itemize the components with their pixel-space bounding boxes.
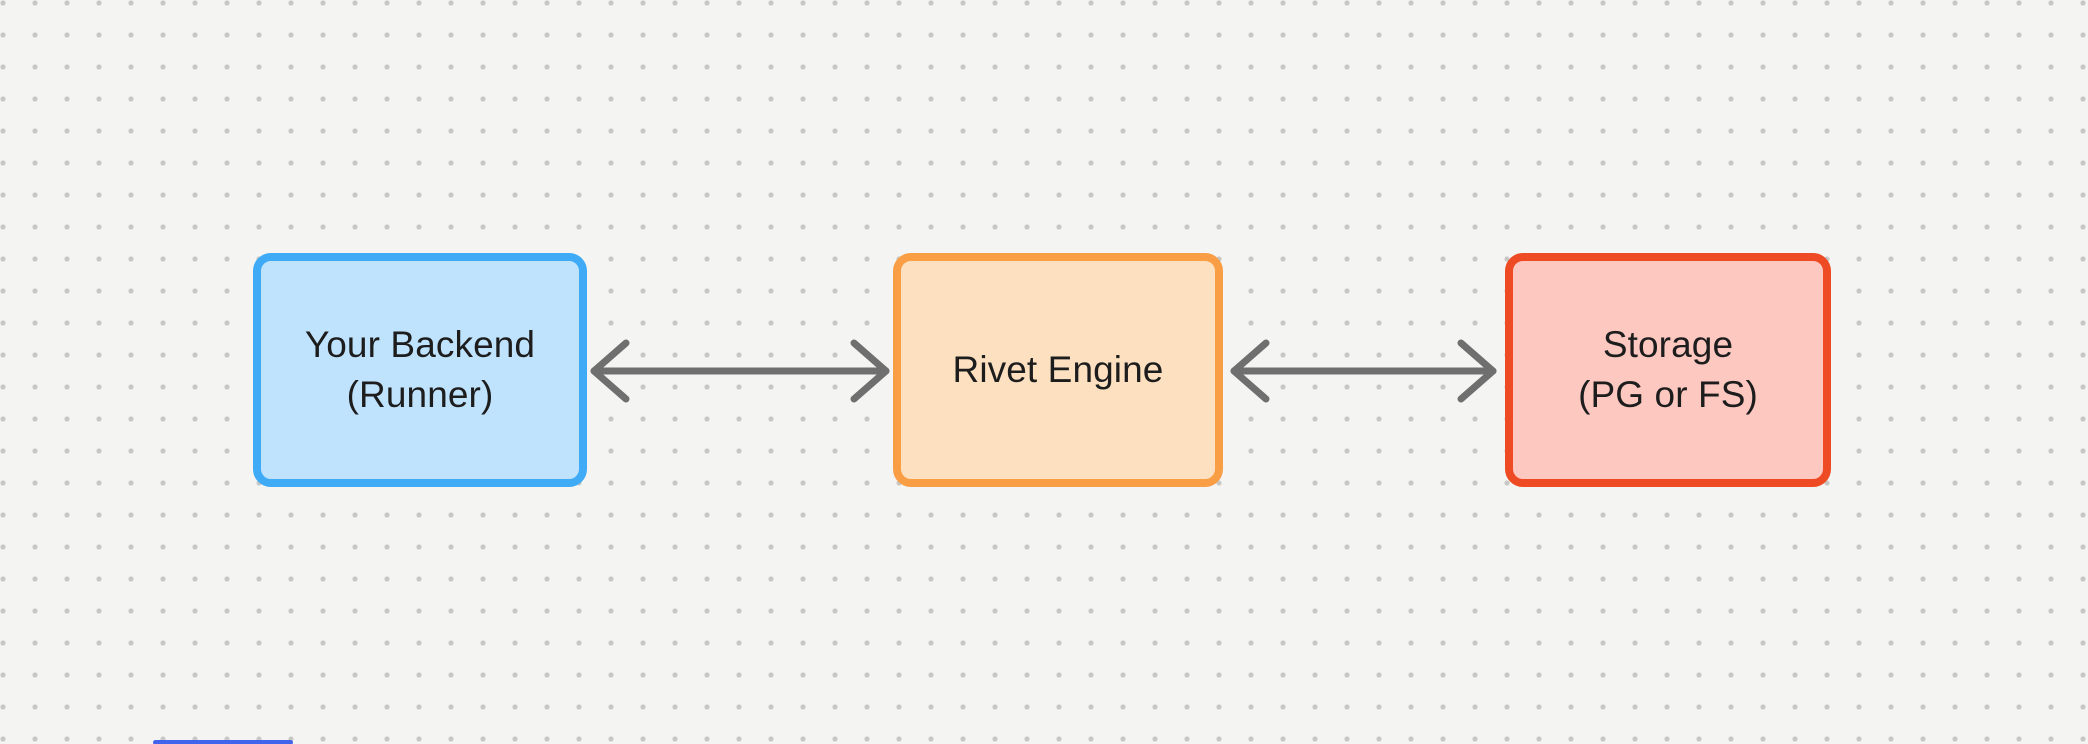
node-label-line: Your Backend xyxy=(304,324,536,365)
arrow-head-left-icon xyxy=(590,339,630,403)
node-label-line: Storage xyxy=(1602,324,1734,365)
node-your-backend[interactable]: Your Backend (Runner) xyxy=(253,253,587,487)
node-rivet-engine[interactable]: Rivet Engine xyxy=(893,253,1223,487)
arrow-head-right-icon xyxy=(850,339,890,403)
arrow-head-right-icon xyxy=(1457,339,1497,403)
node-storage[interactable]: Storage (PG or FS) xyxy=(1505,253,1831,487)
node-label-line: (Runner) xyxy=(346,374,494,415)
node-label-line: Rivet Engine xyxy=(952,349,1164,390)
node-label-line: (PG or FS) xyxy=(1578,374,1758,415)
node-storage-label: Storage (PG or FS) xyxy=(1578,320,1758,420)
arrow-head-left-icon xyxy=(1230,339,1270,403)
node-your-backend-label: Your Backend (Runner) xyxy=(305,320,535,420)
bidirectional-arrow-backend-engine[interactable] xyxy=(586,331,894,411)
node-rivet-engine-label: Rivet Engine xyxy=(953,345,1164,395)
clipped-node-top-edge[interactable] xyxy=(153,740,293,744)
bidirectional-arrow-engine-storage[interactable] xyxy=(1226,331,1501,411)
